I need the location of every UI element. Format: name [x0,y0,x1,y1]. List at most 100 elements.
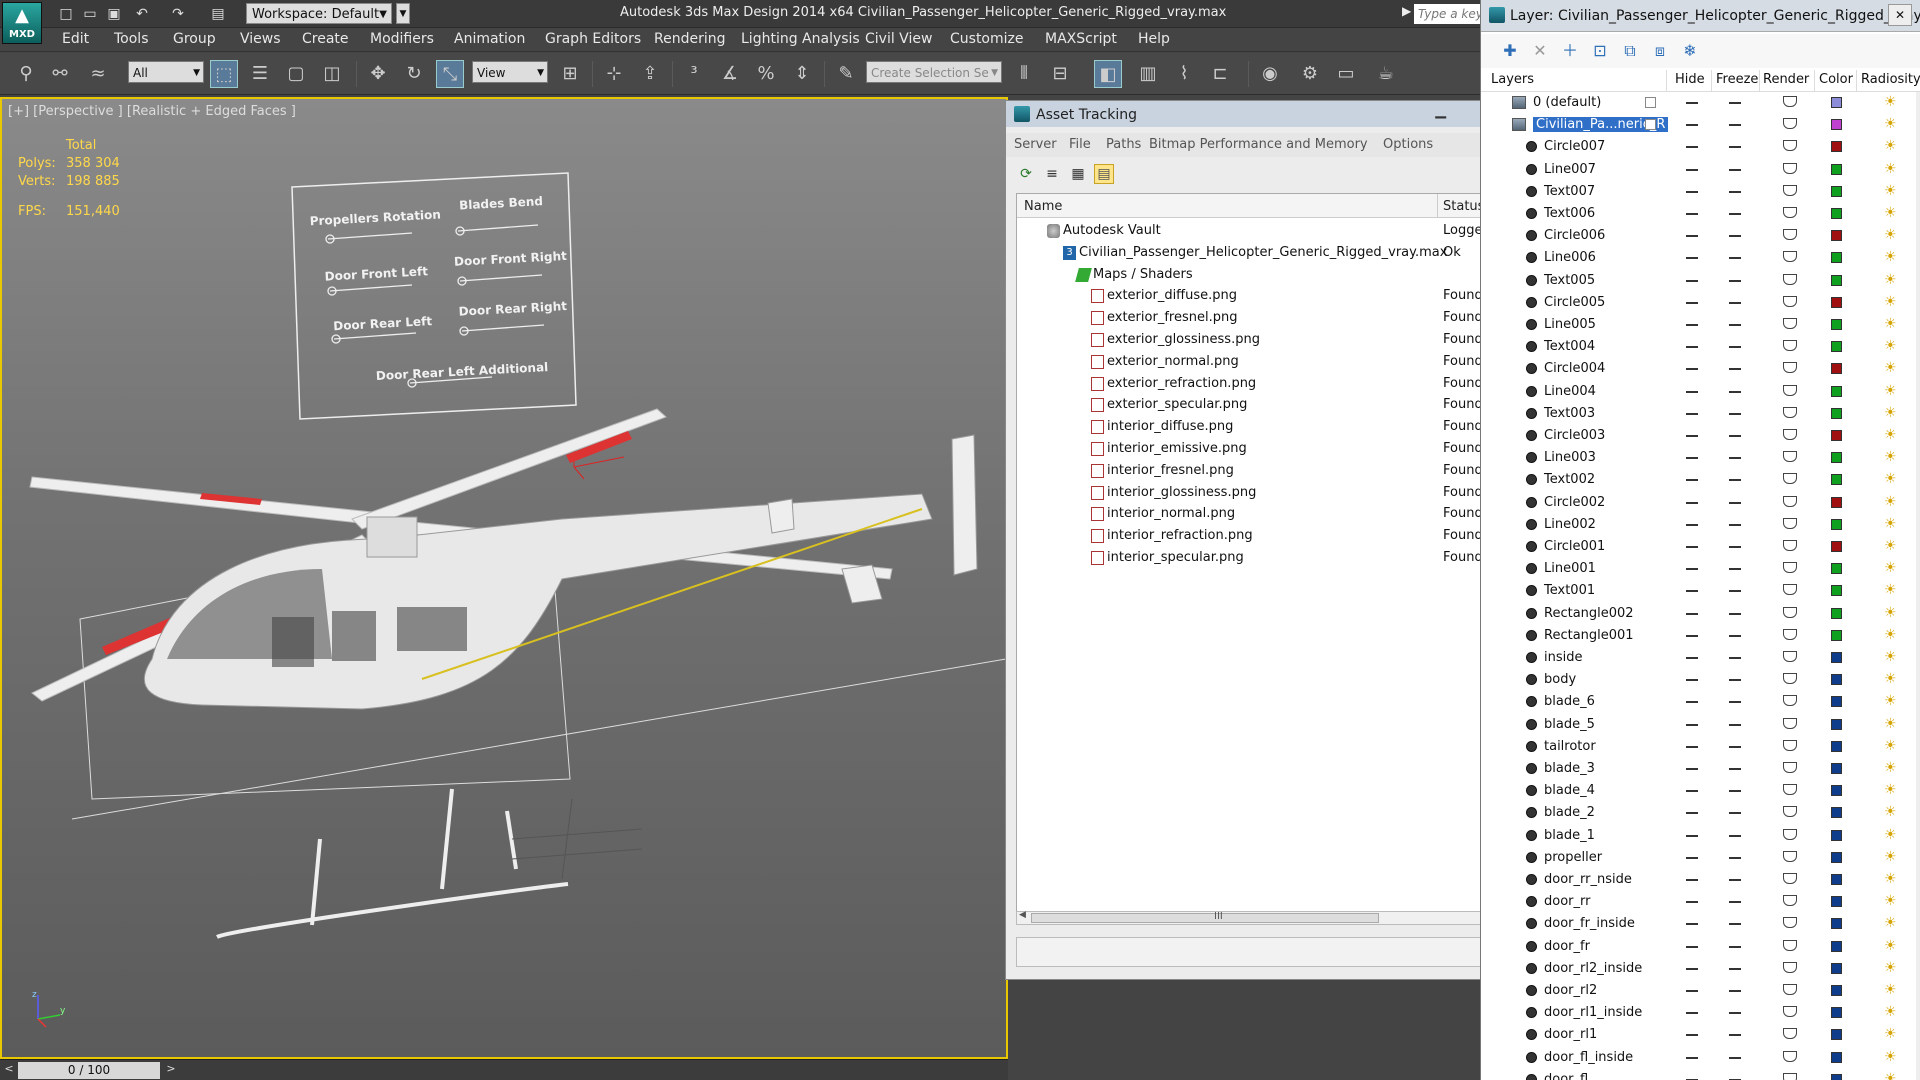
freeze-toggle[interactable] [1729,745,1741,748]
layer-object-row[interactable]: tailrotor☀ [1481,736,1920,758]
render-teapot-icon[interactable] [1783,562,1797,574]
menu-civil-view[interactable]: Civil View [865,31,933,47]
table-view-icon[interactable]: ▤ [1094,164,1114,184]
radiosity-icon[interactable]: ☀ [1884,1026,1897,1043]
hide-toggle[interactable] [1686,879,1698,881]
hide-toggle[interactable] [1686,390,1698,393]
named-selection-set-dropdown[interactable]: Create Selection Se▼ [866,61,1002,83]
radiosity-icon[interactable]: ☀ [1884,205,1897,221]
move-icon[interactable]: ✥ [370,63,386,84]
color-swatch[interactable] [1831,141,1842,153]
freeze-toggle[interactable] [1729,1012,1741,1015]
color-swatch[interactable] [1831,341,1842,353]
layer-object-row[interactable]: Circle005☀ [1481,292,1920,314]
selection-filter-dropdown[interactable]: All▼ [128,61,204,83]
layer-name[interactable]: Text001 [1544,583,1596,599]
render-teapot-icon[interactable] [1783,340,1797,352]
layer-object-row[interactable]: door_rl1☀ [1481,1024,1920,1046]
radiosity-icon[interactable]: ☀ [1884,893,1897,910]
hide-toggle[interactable] [1686,568,1698,571]
layer-name[interactable]: blade_6 [1544,694,1595,710]
freeze-toggle[interactable] [1729,168,1741,171]
color-swatch[interactable] [1831,296,1842,308]
layer-name[interactable]: Circle005 [1544,294,1606,310]
render-teapot-icon[interactable] [1783,784,1797,796]
render-teapot-icon[interactable] [1783,695,1797,707]
slider-knob[interactable] [455,226,465,236]
radiosity-icon[interactable]: ☀ [1884,404,1897,421]
radiosity-icon[interactable]: ☀ [1884,582,1897,599]
time-next-button[interactable]: > [166,1062,176,1075]
column-name-header[interactable]: Name [1024,199,1063,214]
layer-object-row[interactable]: door_fr☀ [1481,936,1920,958]
menu-help[interactable]: Help [1138,31,1170,47]
radiosity-icon[interactable]: ☀ [1884,249,1897,266]
layer-name[interactable]: door_rr [1544,894,1591,910]
render-production-icon[interactable]: ☕ [1377,63,1395,84]
asset-menu-paths[interactable]: Paths [1106,137,1142,152]
perspective-viewport[interactable]: [+] [Perspective ] [Realistic + Edged Fa… [0,97,1008,1059]
window-crossing-icon[interactable]: ◫ [323,63,341,84]
color-swatch[interactable] [1831,518,1842,530]
asset-horizontal-scrollbar[interactable]: ◀ III [1016,910,1484,925]
hide-toggle[interactable] [1686,679,1698,682]
layer-object-row[interactable]: Text007☀ [1481,181,1920,203]
menu-lighting-analysis[interactable]: Lighting Analysis [741,31,860,47]
freeze-toggle[interactable] [1729,102,1741,104]
radiosity-icon[interactable]: ☀ [1884,316,1897,332]
color-swatch[interactable] [1831,763,1842,774]
spinner-snap-icon[interactable]: ⇕ [794,63,810,84]
render-teapot-icon[interactable] [1783,584,1797,596]
layer-name[interactable]: door_rl2 [1544,983,1598,998]
layer-name[interactable]: blade_2 [1544,805,1595,821]
menu-animation[interactable]: Animation [454,31,526,47]
layer-name[interactable]: Text007 [1544,183,1596,199]
layer-name[interactable]: body [1544,672,1577,688]
render-teapot-icon[interactable] [1783,895,1797,907]
hide-toggle[interactable] [1686,768,1698,770]
layer-object-row[interactable]: door_rl1_inside☀ [1481,1002,1920,1024]
layer-object-row[interactable]: blade_2☀ [1481,802,1920,824]
render-teapot-icon[interactable] [1783,850,1797,862]
column-radiosity-header[interactable]: Radiosity [1861,72,1920,87]
freeze-toggle[interactable] [1729,546,1741,548]
layer-name[interactable]: propeller [1544,849,1603,865]
app-logo-button[interactable]: ▲MXD [2,2,42,44]
layer-object-row[interactable]: Line002☀ [1481,514,1920,536]
render-teapot-icon[interactable] [1783,628,1797,640]
hide-toggle[interactable] [1686,945,1698,948]
freeze-toggle[interactable] [1729,701,1741,704]
radiosity-icon[interactable]: ☀ [1884,915,1897,932]
render-teapot-icon[interactable] [1783,739,1797,751]
thumbnail-view-icon[interactable]: ▦ [1071,166,1085,182]
current-layer-checkbox[interactable] [1645,97,1656,108]
layer-name[interactable]: Rectangle001 [1544,627,1634,643]
render-setup-icon[interactable]: ⚙ [1301,63,1319,84]
radiosity-icon[interactable]: ☀ [1884,982,1897,998]
color-swatch[interactable] [1831,585,1842,597]
color-swatch[interactable] [1831,607,1842,619]
scrollbar-thumb[interactable]: III [1031,911,1379,923]
color-swatch[interactable] [1831,1051,1842,1063]
radiosity-icon[interactable]: ☀ [1884,715,1897,732]
layer-name[interactable]: Line007 [1544,161,1596,177]
schematic-view-icon[interactable]: ⊏ [1212,63,1228,84]
hide-toggle[interactable] [1686,257,1698,260]
menu-modifiers[interactable]: Modifiers [370,31,434,47]
freeze-toggle[interactable] [1729,190,1741,193]
render-teapot-icon[interactable] [1783,961,1797,973]
hide-toggle[interactable] [1686,1056,1698,1059]
hide-toggle[interactable] [1686,923,1698,926]
color-swatch[interactable] [1831,407,1842,419]
layer-object-row[interactable]: blade_5☀ [1481,714,1920,736]
color-swatch[interactable] [1831,985,1842,996]
hide-toggle[interactable] [1686,701,1698,704]
layer-object-row[interactable]: door_fr_inside☀ [1481,913,1920,935]
freeze-toggle[interactable] [1729,235,1741,238]
new-file-icon[interactable]: □ [59,6,73,22]
